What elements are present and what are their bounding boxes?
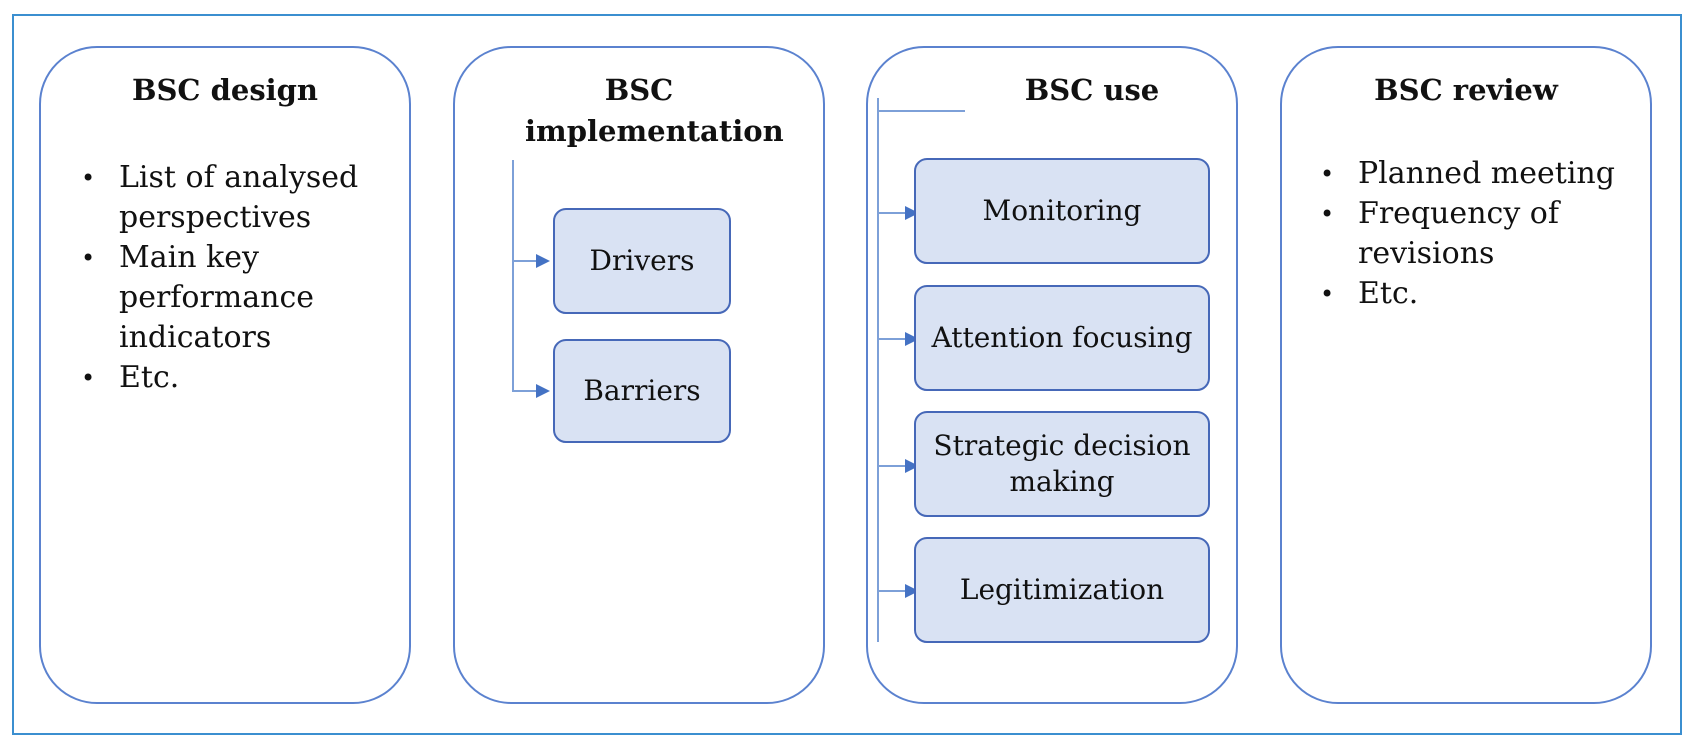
- connector-line: [877, 590, 911, 592]
- connector-line: [877, 98, 879, 642]
- use-box-attention-focusing: Attention focusing: [914, 285, 1210, 391]
- review-bullet-list: •Planned meeting •Frequency of revisions…: [1320, 154, 1640, 314]
- implementation-box-barriers: Barriers: [553, 339, 731, 443]
- use-box-strategic-decision-making: Strategic decision making: [914, 411, 1210, 517]
- list-item: •Frequency of revisions: [1320, 196, 1559, 271]
- connector-line: [877, 465, 911, 467]
- arrow-icon: [536, 384, 550, 398]
- connector-line: [877, 338, 911, 340]
- list-item: •Main key performance indicators: [81, 240, 315, 355]
- design-bullet-list: •List of analysed perspectives •Main key…: [81, 158, 381, 398]
- connector-line: [877, 212, 911, 214]
- stage-title-use: BSC use: [1024, 73, 1160, 107]
- connector-line: [512, 160, 514, 392]
- stage-panel-implementation: BSC implementation Drivers Barriers: [453, 46, 825, 704]
- bullet-icon: •: [81, 164, 96, 192]
- bullet-icon: •: [1320, 280, 1335, 308]
- stage-panel-review: BSC review •Planned meeting •Frequency o…: [1280, 46, 1652, 704]
- list-item: •Etc.: [81, 358, 381, 398]
- stage-title-implementation: BSC implementation: [525, 73, 784, 148]
- connector-line: [512, 390, 540, 392]
- bullet-icon: •: [1320, 160, 1335, 188]
- list-item: •Etc.: [1320, 274, 1640, 314]
- stage-title-review: BSC review: [1374, 73, 1558, 107]
- connector-line: [877, 110, 965, 112]
- use-box-legitimization: Legitimization: [914, 537, 1210, 643]
- connector-line: [512, 260, 540, 262]
- stage-panel-use: BSC use Monitoring Attention focusing St…: [866, 46, 1238, 704]
- bullet-icon: •: [81, 364, 96, 392]
- list-item: •Planned meeting: [1320, 154, 1640, 194]
- implementation-box-drivers: Drivers: [553, 208, 731, 314]
- bullet-icon: •: [81, 244, 96, 272]
- use-box-monitoring: Monitoring: [914, 158, 1210, 264]
- list-item: •List of analysed perspectives: [81, 160, 359, 235]
- bullet-icon: •: [1320, 200, 1335, 228]
- arrow-icon: [536, 254, 550, 268]
- diagram-frame: [12, 14, 1682, 735]
- stage-panel-design: BSC design •List of analysed perspective…: [39, 46, 411, 704]
- stage-title-design: BSC design: [131, 73, 319, 107]
